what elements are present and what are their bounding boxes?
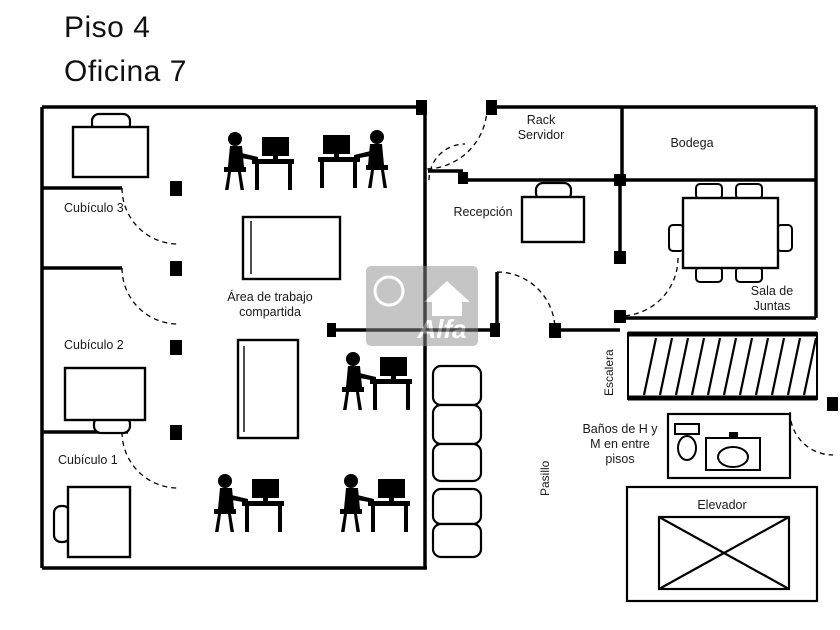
banos-label-line2: M en entre (590, 437, 650, 451)
desk-icon (63, 366, 147, 422)
cubiculo3-label: Cubículo 3 (64, 201, 124, 215)
door-arcs (121, 106, 834, 489)
worker-at-desk-icon (342, 352, 412, 410)
bodega-label: Bodega (670, 136, 713, 150)
worker-at-desk-icon (318, 130, 388, 188)
desk-icon (66, 485, 132, 559)
cubicle3-desk (71, 112, 150, 179)
shared-table-top (241, 215, 342, 281)
chair-icon (735, 183, 763, 200)
stairs (627, 331, 818, 401)
toilet-icon (674, 423, 700, 461)
cubiculo1-label: Cubículo 1 (58, 453, 118, 467)
escalera-label: Escalera (602, 349, 616, 396)
sala-juntas-label-line2: Juntas (754, 299, 791, 313)
sofa-icon (431, 487, 483, 559)
worker-at-desk-icon (214, 474, 284, 532)
sala-juntas-label-line1: Sala de (751, 284, 793, 298)
banos-label-line1: Baños de H y (582, 422, 658, 436)
sofa-icon (431, 364, 483, 483)
sink-icon (705, 432, 761, 471)
desk-icon (71, 125, 150, 179)
door-leaves (428, 169, 499, 330)
chair-icon (735, 266, 763, 283)
chair-icon (695, 183, 723, 200)
elevador-label: Elevador (697, 498, 746, 512)
title-floor: Piso 4 (64, 11, 151, 44)
shared-area-label-line2: compartida (239, 305, 301, 319)
cubicle2-desk (63, 366, 147, 435)
watermark: Alfa (366, 266, 478, 346)
cubicle1-desk (52, 485, 132, 559)
chair-icon (776, 224, 793, 252)
pasillo-label: Pasillo (538, 460, 552, 496)
worker-at-desk-icon (224, 132, 294, 190)
title-office: Oficina 7 (64, 55, 187, 88)
chair-icon (668, 224, 685, 252)
watermark-text: Alfa (416, 314, 466, 344)
shared-area-label-line1: Área de trabajo (227, 289, 313, 304)
desk-icon (520, 195, 586, 244)
watermark-house-icon (424, 281, 470, 302)
shared-table-bottom (236, 338, 300, 440)
chair-icon (695, 266, 723, 283)
rack-label-line2: Servidor (518, 128, 565, 142)
watermark-circle-icon (373, 275, 405, 307)
recepcion-label: Recepción (453, 205, 512, 219)
reception-desk (520, 181, 586, 244)
elevator (625, 485, 819, 603)
bathroom (666, 412, 792, 480)
worker-at-desk-icon (340, 474, 410, 532)
door-jambs (170, 100, 838, 440)
banos-label-line3: pisos (605, 452, 634, 466)
cubiculo2-label: Cubículo 2 (64, 338, 124, 352)
table-icon (681, 196, 780, 270)
page-title: Piso 4 Oficina 7 (64, 6, 187, 94)
meeting-table (668, 183, 793, 283)
rack-label-line1: Rack (527, 113, 556, 127)
